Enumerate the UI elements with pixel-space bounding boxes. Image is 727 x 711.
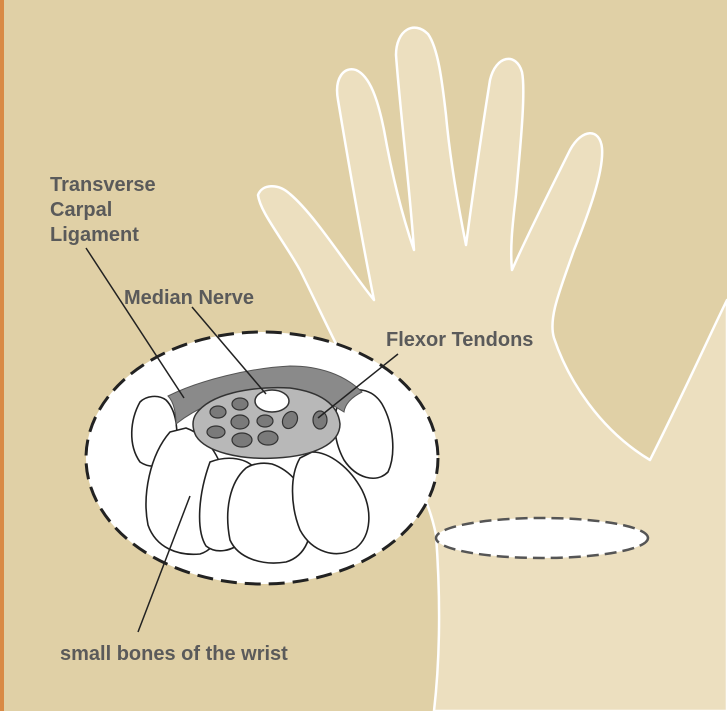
flexor-tendon	[232, 398, 248, 410]
wrist-cross-section-icon	[86, 332, 438, 584]
wrist-section-outline	[436, 518, 648, 558]
flexor-tendons-label: Flexor Tendons	[386, 329, 533, 351]
median-nerve-label: Median Nerve	[124, 287, 254, 309]
flexor-tendon	[257, 415, 273, 427]
ligament-label-line2: Carpal	[50, 199, 112, 221]
flexor-tendon	[231, 415, 249, 429]
flexor-tendon	[207, 426, 225, 438]
flexor-tendon	[313, 411, 327, 429]
flexor-tendon	[232, 433, 252, 447]
flexor-tendon	[210, 406, 226, 418]
flexor-tendon	[258, 431, 278, 445]
ligament-label-line1: Transverse	[50, 174, 156, 196]
left-border	[0, 0, 4, 711]
ligament-label-line3: Ligament	[50, 224, 139, 246]
small-bones-label: small bones of the wrist	[60, 643, 288, 665]
median-nerve	[255, 390, 289, 412]
